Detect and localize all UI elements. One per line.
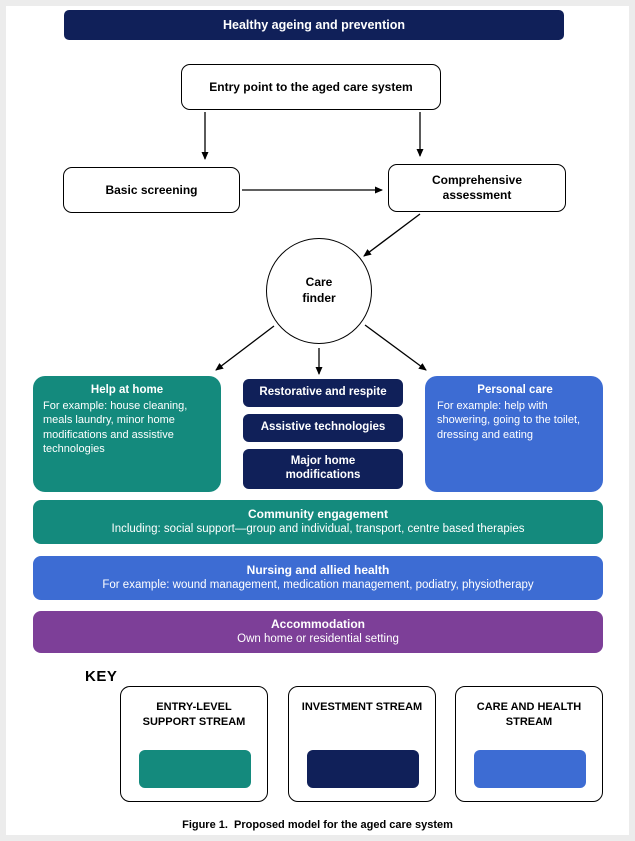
arrow-carefinder-to-personalcare: [364, 324, 427, 371]
key-investment-swatch: [307, 750, 419, 788]
major-home-modifications-box: Major home modifications: [243, 449, 403, 489]
help-at-home-body: For example: house cleaning, meals laund…: [43, 399, 188, 455]
key-entry-level-label: ENTRY-LEVEL SUPPORT STREAM: [142, 701, 246, 728]
scan-edge-top: [0, 0, 635, 6]
scan-edge-right: [629, 0, 635, 841]
figure-caption: Figure 1. Proposed model for the aged ca…: [182, 819, 453, 831]
personal-care-box: Personal care For example: help with sho…: [425, 376, 603, 492]
help-at-home-title: Help at home: [90, 384, 164, 396]
arrow-carefinder-to-helpathome: [215, 325, 275, 371]
arrow-assessment-to-carefinder: [363, 213, 421, 257]
community-engagement-bar: Community engagement Including: social s…: [33, 500, 603, 544]
community-engagement-body: Including: social support—group and indi…: [111, 523, 525, 536]
scan-edge-bottom: [0, 835, 635, 841]
key-investment-label: INVESTMENT STREAM: [301, 701, 423, 713]
nursing-allied-health-title: Nursing and allied health: [246, 562, 390, 577]
key-care-health-swatch: [474, 750, 586, 788]
banner-healthy-ageing: Healthy ageing and prevention: [64, 10, 564, 40]
nursing-allied-health-body: For example: wound management, medicatio…: [102, 579, 534, 592]
basic-screening-box: Basic screening: [63, 167, 240, 213]
accommodation-body: Own home or residential setting: [237, 633, 399, 646]
personal-care-body: For example: help with showering, going …: [437, 399, 581, 441]
care-finder-circle: Care finder: [266, 238, 372, 344]
accommodation-bar: Accommodation Own home or residential se…: [33, 611, 603, 653]
key-care-health-label: CARE AND HEALTH STREAM: [476, 701, 582, 728]
comprehensive-assessment-box: Comprehensive assessment: [388, 164, 566, 212]
key-item-investment: INVESTMENT STREAM: [288, 686, 436, 802]
help-at-home-box: Help at home For example: house cleaning…: [33, 376, 221, 492]
key-item-entry-level-support: ENTRY-LEVEL SUPPORT STREAM: [120, 686, 268, 802]
scan-edge-left: [0, 0, 6, 841]
key-heading: KEY: [85, 668, 118, 685]
accommodation-title: Accommodation: [270, 616, 365, 631]
key-entry-level-swatch: [139, 750, 251, 788]
assistive-technologies-box: Assistive technologies: [243, 414, 403, 442]
nursing-allied-health-bar: Nursing and allied health For example: w…: [33, 556, 603, 600]
personal-care-title: Personal care: [477, 384, 553, 396]
key-item-care-health: CARE AND HEALTH STREAM: [455, 686, 603, 802]
restorative-respite-box: Restorative and respite: [243, 379, 403, 407]
entry-point-box: Entry point to the aged care system: [181, 64, 441, 110]
community-engagement-title: Community engagement: [247, 506, 388, 521]
